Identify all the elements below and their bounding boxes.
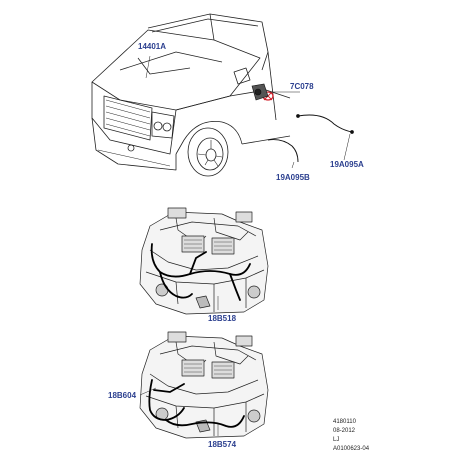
leader-lines-bottom (139, 296, 219, 436)
leader-lines-top (145, 55, 351, 169)
footer-date: 08-2012 (333, 428, 356, 434)
callout-19a095b: 19A095B (276, 173, 310, 182)
callout-18b604: 18B604 (108, 391, 137, 400)
wiring-harness-upper (150, 243, 251, 301)
cables (267, 114, 354, 163)
callout-18b518: 18B518 (208, 314, 237, 323)
wiring-harness-lower (148, 379, 245, 428)
footer-model: LJ (333, 437, 340, 443)
callout-14401a: 14401A (138, 42, 167, 51)
hvac-unit-upper (139, 207, 269, 315)
callout-19a095a: 19A095A (330, 160, 364, 169)
callout-18b574: 18B574 (208, 440, 237, 449)
callout-7c078: 7C078 (290, 82, 314, 91)
vehicle-illustration (91, 13, 291, 177)
hvac-unit-lower (139, 331, 269, 439)
footer-ref: A0100623-04 (333, 446, 370, 452)
motor-assembly (251, 83, 269, 101)
footer-code: 4180110 (333, 419, 356, 425)
